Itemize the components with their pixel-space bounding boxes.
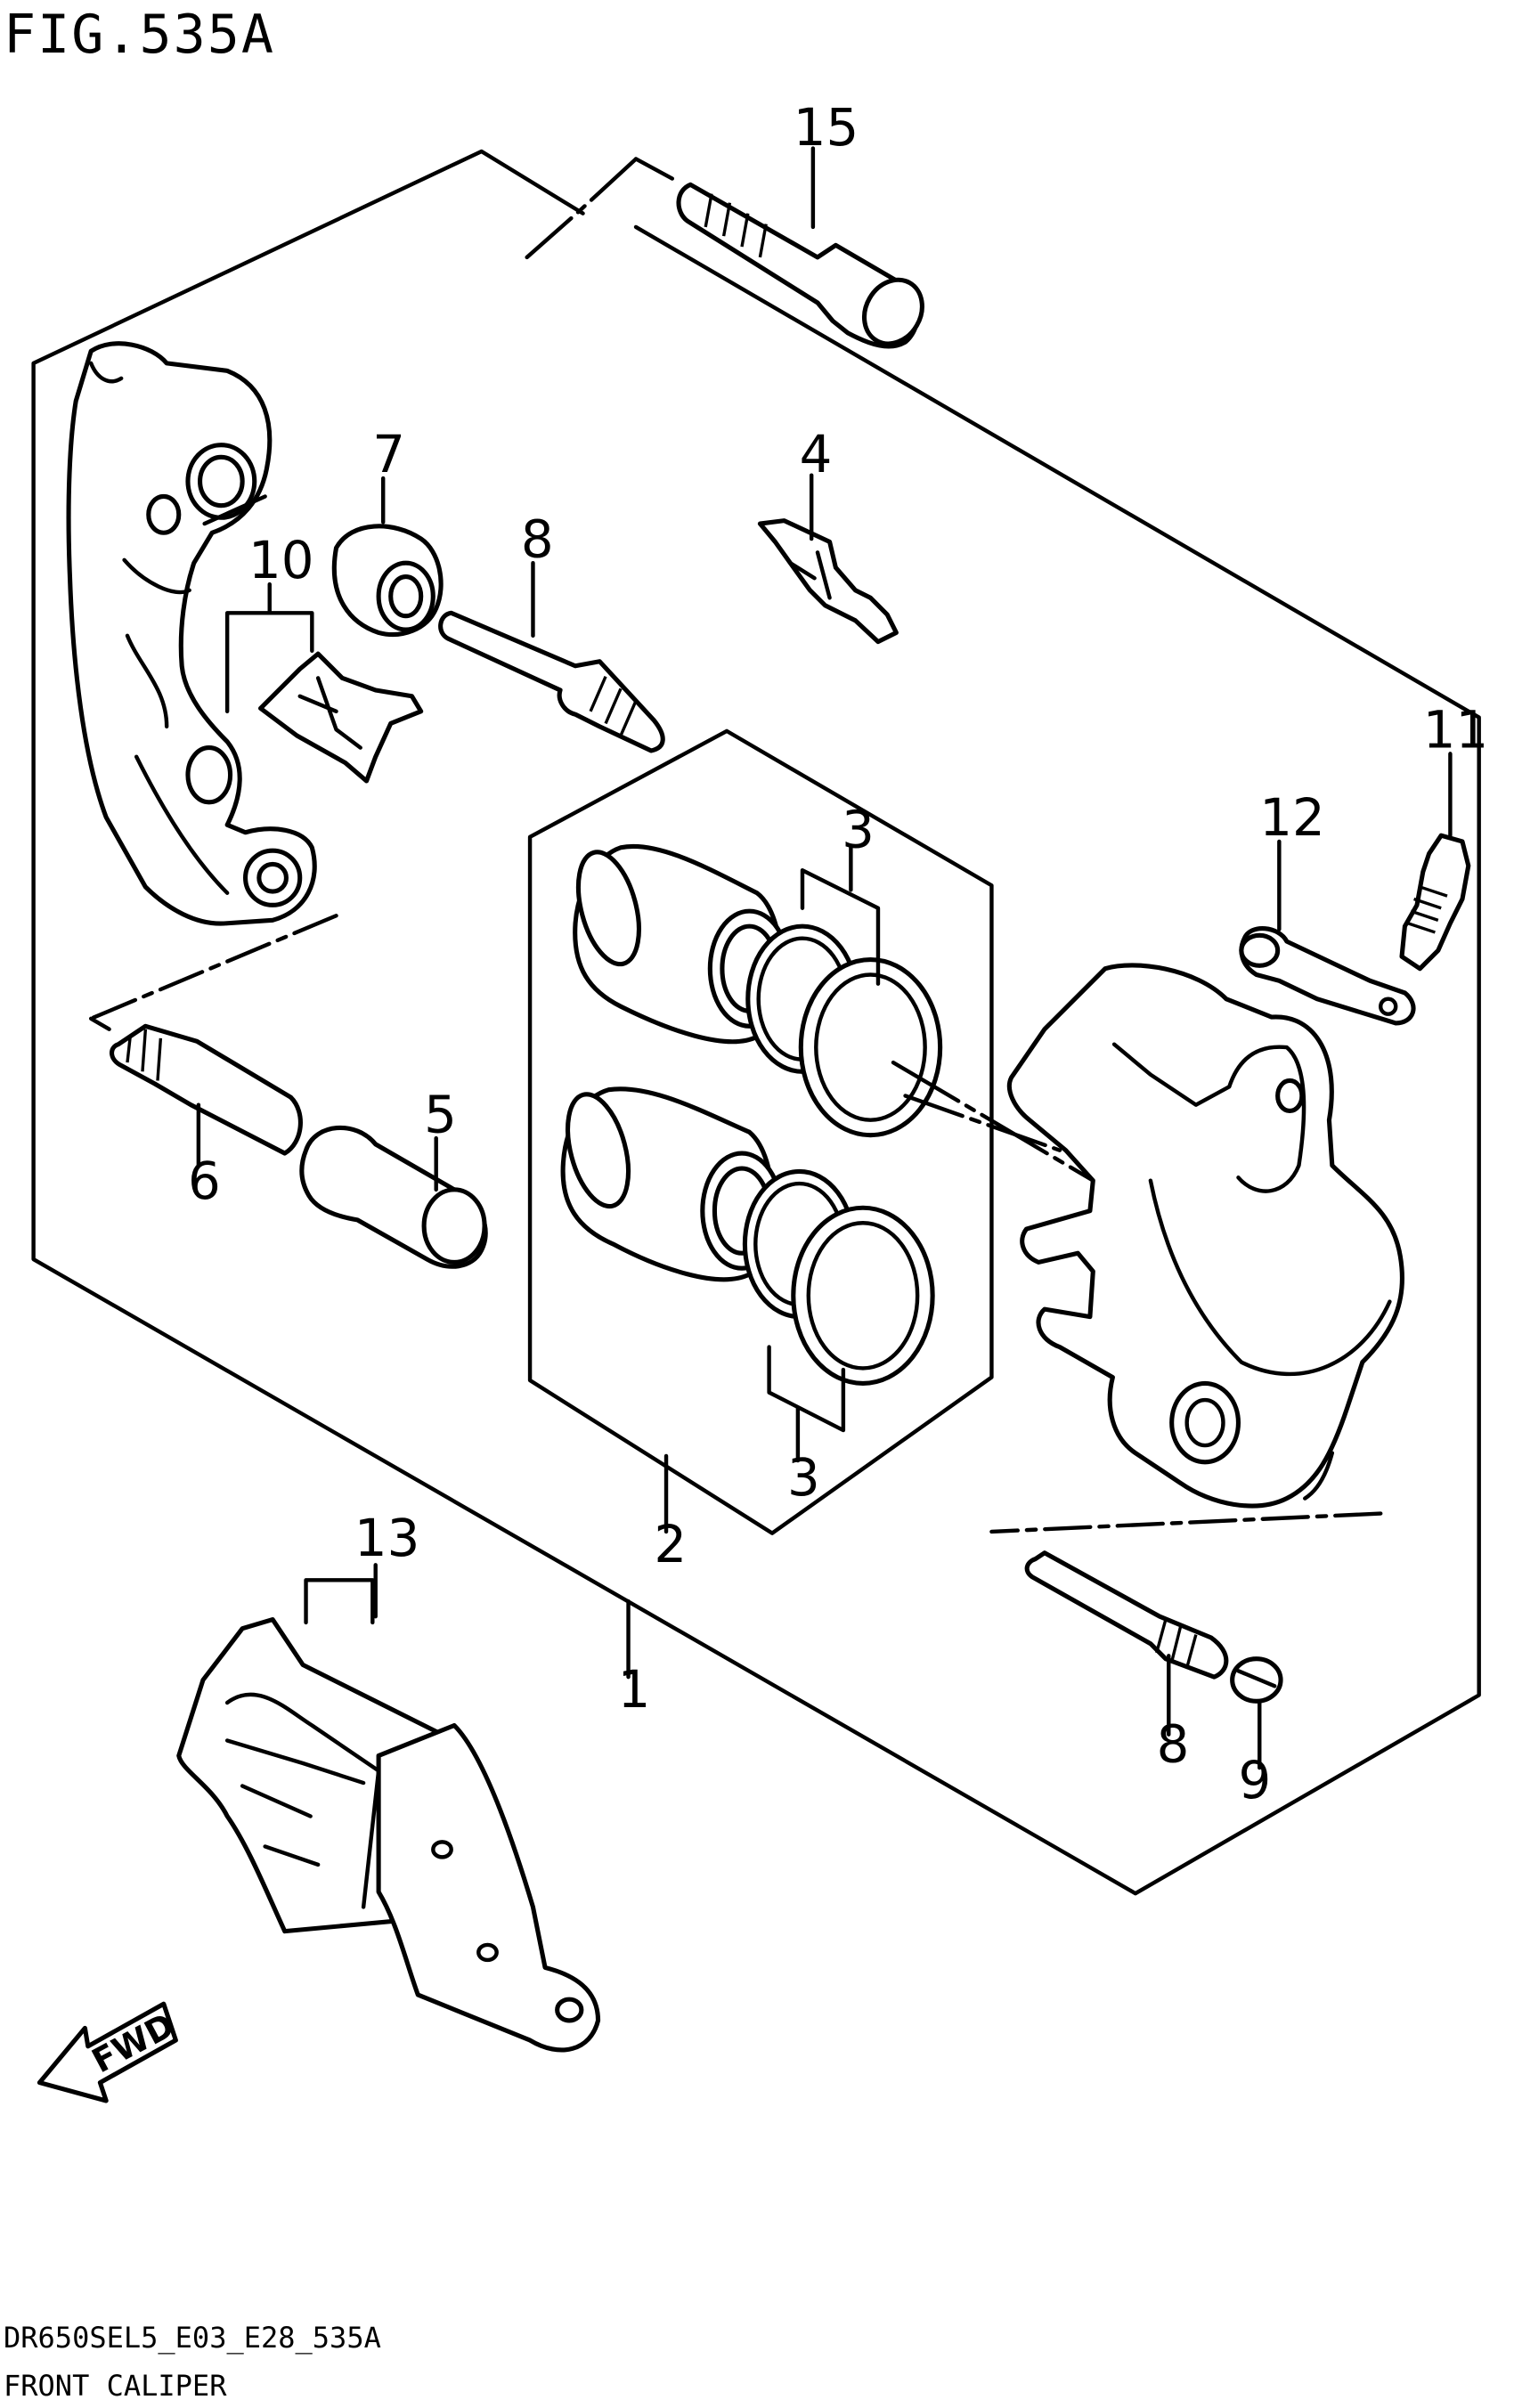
figure-title: FIG.535A <box>4 4 275 66</box>
callout-6: 6 <box>188 1151 221 1211</box>
callout-13: 12 <box>1259 787 1325 848</box>
brake-pad-set <box>176 1616 601 2053</box>
slide-pin <box>110 1023 303 1156</box>
callout-2: 2 <box>654 1514 687 1574</box>
callout-4: 4 <box>800 424 833 484</box>
bleeder-valve <box>1399 833 1471 972</box>
callout-1: 1 <box>618 1659 651 1720</box>
assembly-outline-dash <box>525 157 639 260</box>
callout-3-upper: 3 <box>842 800 875 860</box>
caliper-pin <box>438 610 665 753</box>
fwd-label: FWD <box>85 2005 181 2081</box>
dust-seal-upper <box>798 956 943 1138</box>
callout-labels: 15 7 4 8 10 3 3 2 1 11 12 6 5 8 9 13 <box>188 97 1488 1810</box>
piston-kit-outline <box>527 728 994 1535</box>
callout-9: 8 <box>1157 1713 1190 1774</box>
caliper-bolt <box>676 182 924 349</box>
callout-3-lower: 3 <box>787 1447 820 1508</box>
leader-lines <box>88 146 1453 1770</box>
assembly-outline-tick <box>633 157 675 181</box>
callout-11: 10 <box>248 530 314 590</box>
callout-14: 13 <box>354 1508 420 1568</box>
pad-spring <box>757 518 899 645</box>
figure-code: DR650SEL5_E03_E28_535A <box>4 2321 381 2355</box>
figure-name: FRONT CALIPER <box>4 2369 227 2403</box>
pad-retainer-spring <box>257 651 424 784</box>
caliper-body <box>1006 963 1405 1509</box>
callout-10: 9 <box>1238 1750 1271 1810</box>
callout-7: 7 <box>372 424 405 484</box>
fwd-arrow-icon: FWD <box>37 2001 181 2103</box>
pin-plug <box>1230 1656 1283 1704</box>
callout-12: 11 <box>1423 700 1489 761</box>
pin-boot <box>299 1125 488 1269</box>
caliper-bracket <box>66 341 317 926</box>
caliper-boot <box>331 524 444 638</box>
assembly-outline <box>31 149 1481 1896</box>
callout-15: 15 <box>794 97 859 158</box>
callout-8: 8 <box>521 508 554 569</box>
pad-mounting-pin <box>1024 1550 1229 1680</box>
bleeder-cap <box>1239 926 1416 1026</box>
dust-seal-lower <box>791 1205 935 1386</box>
callout-5: 5 <box>424 1084 457 1144</box>
